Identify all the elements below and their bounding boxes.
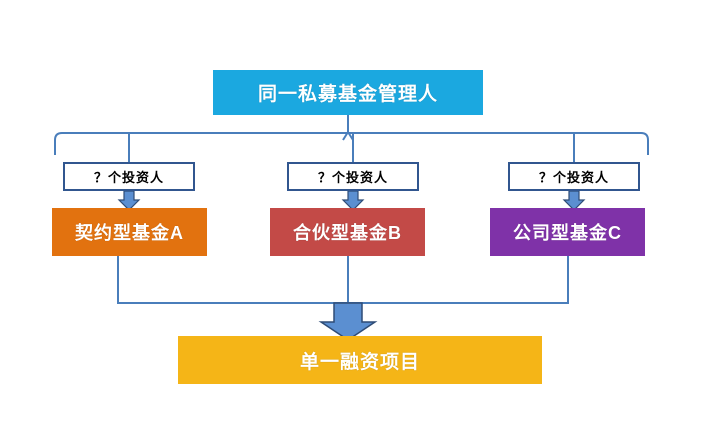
investor-count-box-b: ？个投资人 bbox=[287, 162, 419, 191]
project-box: 单一融资项目 bbox=[178, 336, 542, 384]
investor-count-box-c: ？个投资人 bbox=[508, 162, 640, 191]
distribution-brace bbox=[54, 132, 649, 155]
investor-count-box-a: ？个投资人 bbox=[63, 162, 195, 191]
brace-center-peak bbox=[342, 130, 354, 141]
merge-bar-outer-funds bbox=[117, 256, 569, 304]
fund-box-contractual-a: 契约型基金A bbox=[52, 208, 207, 256]
arrow-funds-to-project bbox=[318, 302, 378, 341]
manager-box: 同一私募基金管理人 bbox=[213, 70, 483, 115]
fund-box-corporate-c: 公司型基金C bbox=[490, 208, 645, 256]
fund-box-partnership-b: 合伙型基金B bbox=[270, 208, 425, 256]
